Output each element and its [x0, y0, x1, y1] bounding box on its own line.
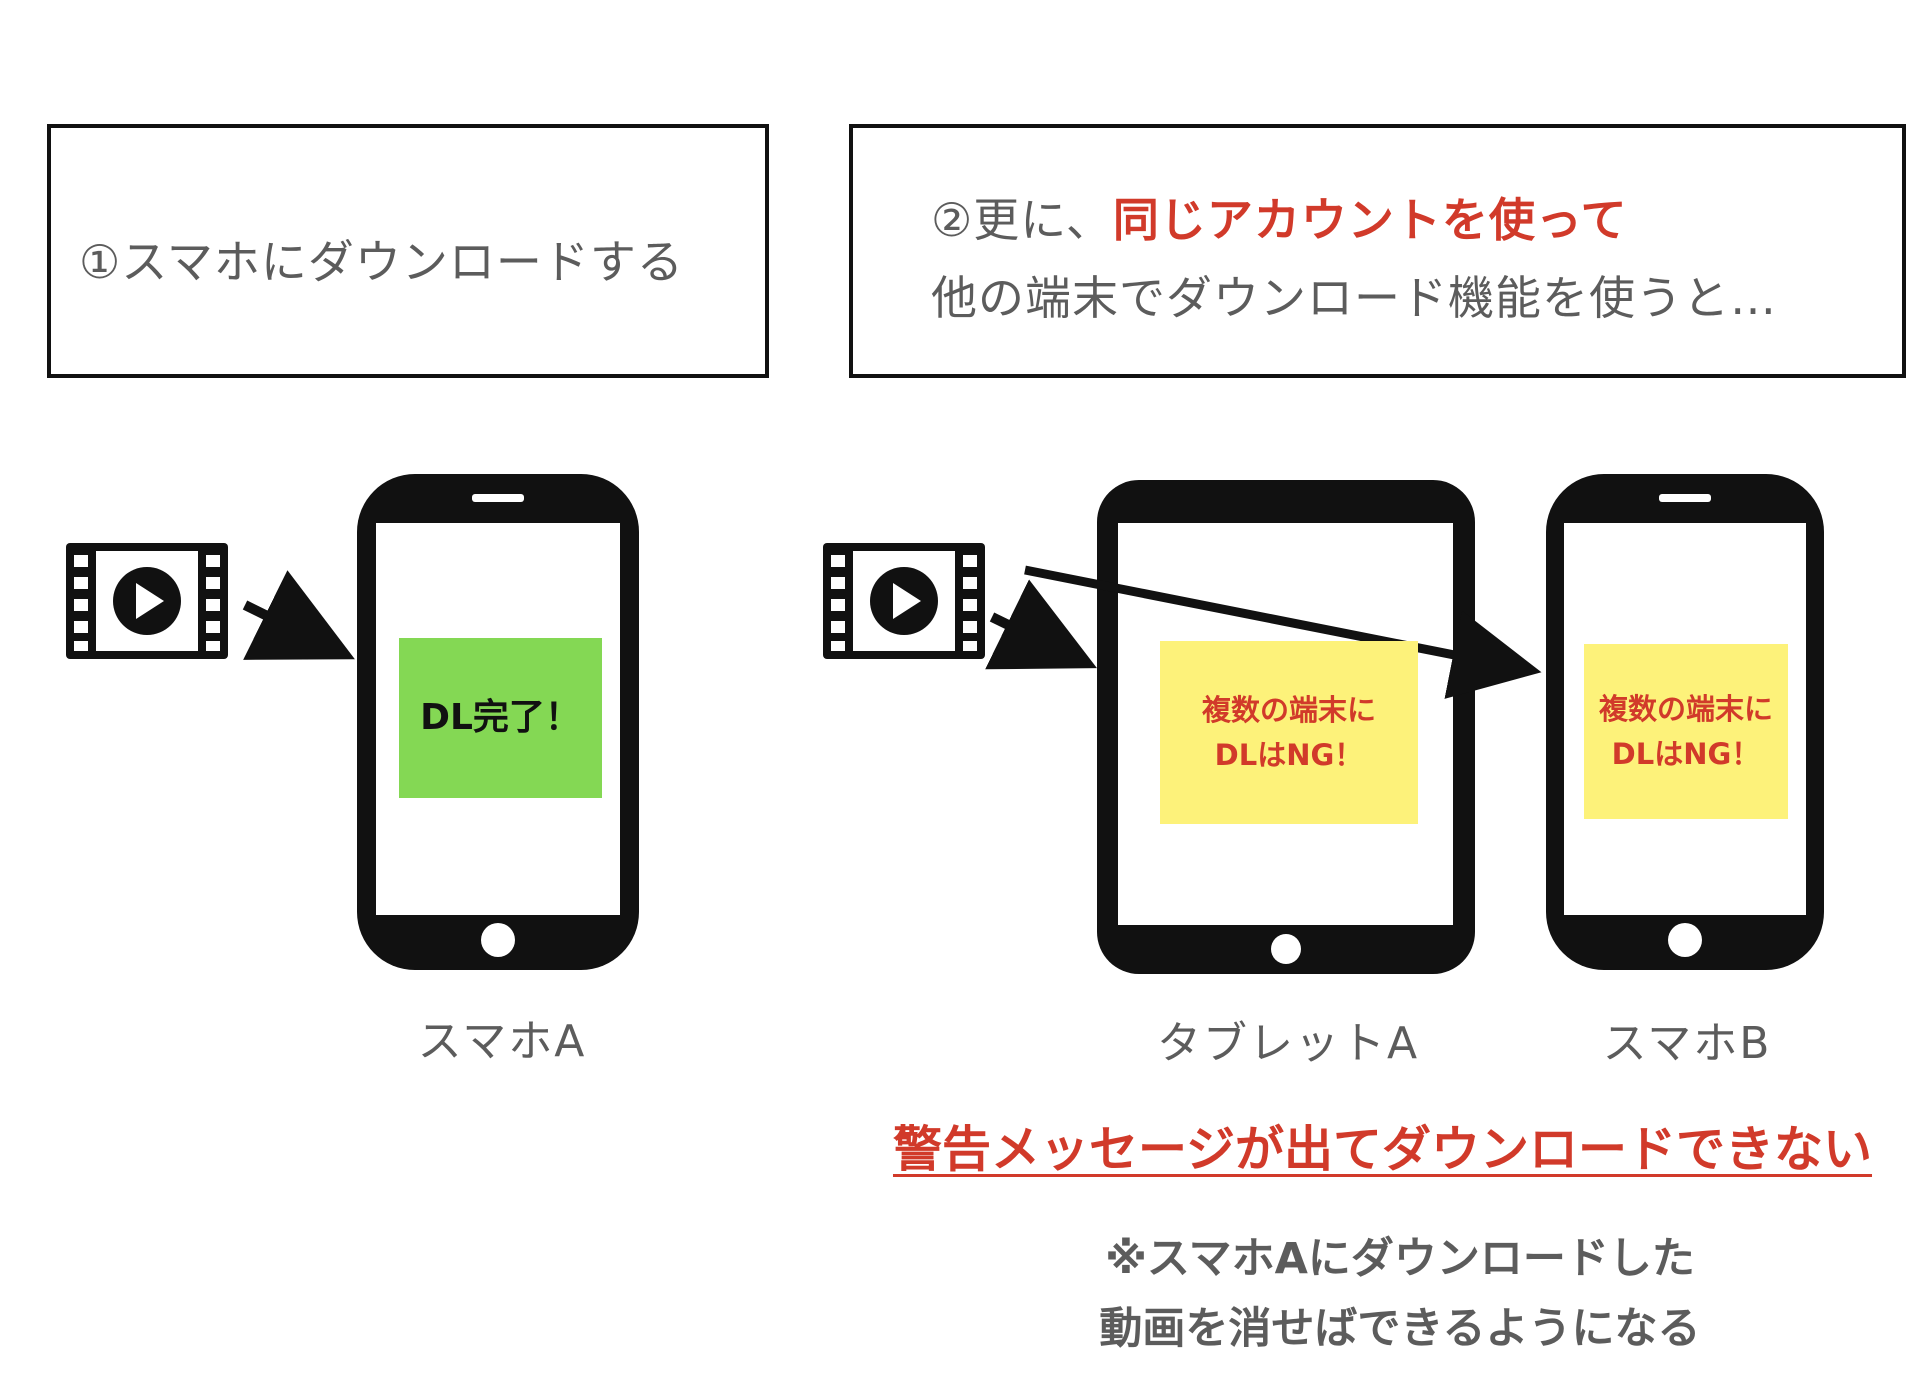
step2-line1: ②更に、同じアカウントを使って [931, 184, 1628, 250]
phone-b-screen-message: 複数の端末に DLはNG！ [1584, 644, 1788, 819]
arrow-right-icon [242, 570, 355, 660]
video-film-icon [66, 543, 228, 659]
step2-box: ②更に、同じアカウントを使って 他の端末でダウンロード機能を使うと… [849, 124, 1906, 378]
phone-a-label: スマホA [417, 1016, 587, 1067]
tablet-a-message-line2: DLはNG！ [1214, 737, 1364, 772]
tablet-a-label: タブレットA [1156, 1018, 1420, 1069]
note-line2: 動画を消せばできるようになる [1099, 1304, 1701, 1354]
warning-message: 警告メッセージが出てダウンロードできない [892, 1121, 1873, 1178]
step2-line2: 他の端末でダウンロード機能を使うと… [931, 271, 1777, 325]
step1-text: ①スマホにダウンロードする [79, 235, 684, 289]
phone-b-message-line1: 複数の端末に [1598, 691, 1773, 726]
phone-a-screen-message: DL完了！ [399, 638, 602, 798]
arrow-right-icon [1024, 565, 1542, 699]
tablet-a-screen-message: 複数の端末に DLはNG！ [1160, 641, 1418, 824]
note-line1: ※スマホAにダウンロードした [1105, 1234, 1695, 1284]
tablet-a-message-line1: 複数の端末に [1201, 692, 1376, 727]
step2-highlight: 同じアカウントを使って [1112, 193, 1628, 247]
step1-box: ①スマホにダウンロードする [47, 124, 769, 378]
arrow-right-icon [985, 579, 1097, 670]
phone-a-message-line1: DL完了！ [420, 697, 581, 739]
phone-b-message-line2: DLはNG！ [1611, 736, 1761, 771]
step2-prefix: ②更に、 [931, 193, 1113, 247]
video-film-icon [823, 543, 985, 659]
phone-b-label: スマホB [1602, 1018, 1772, 1069]
